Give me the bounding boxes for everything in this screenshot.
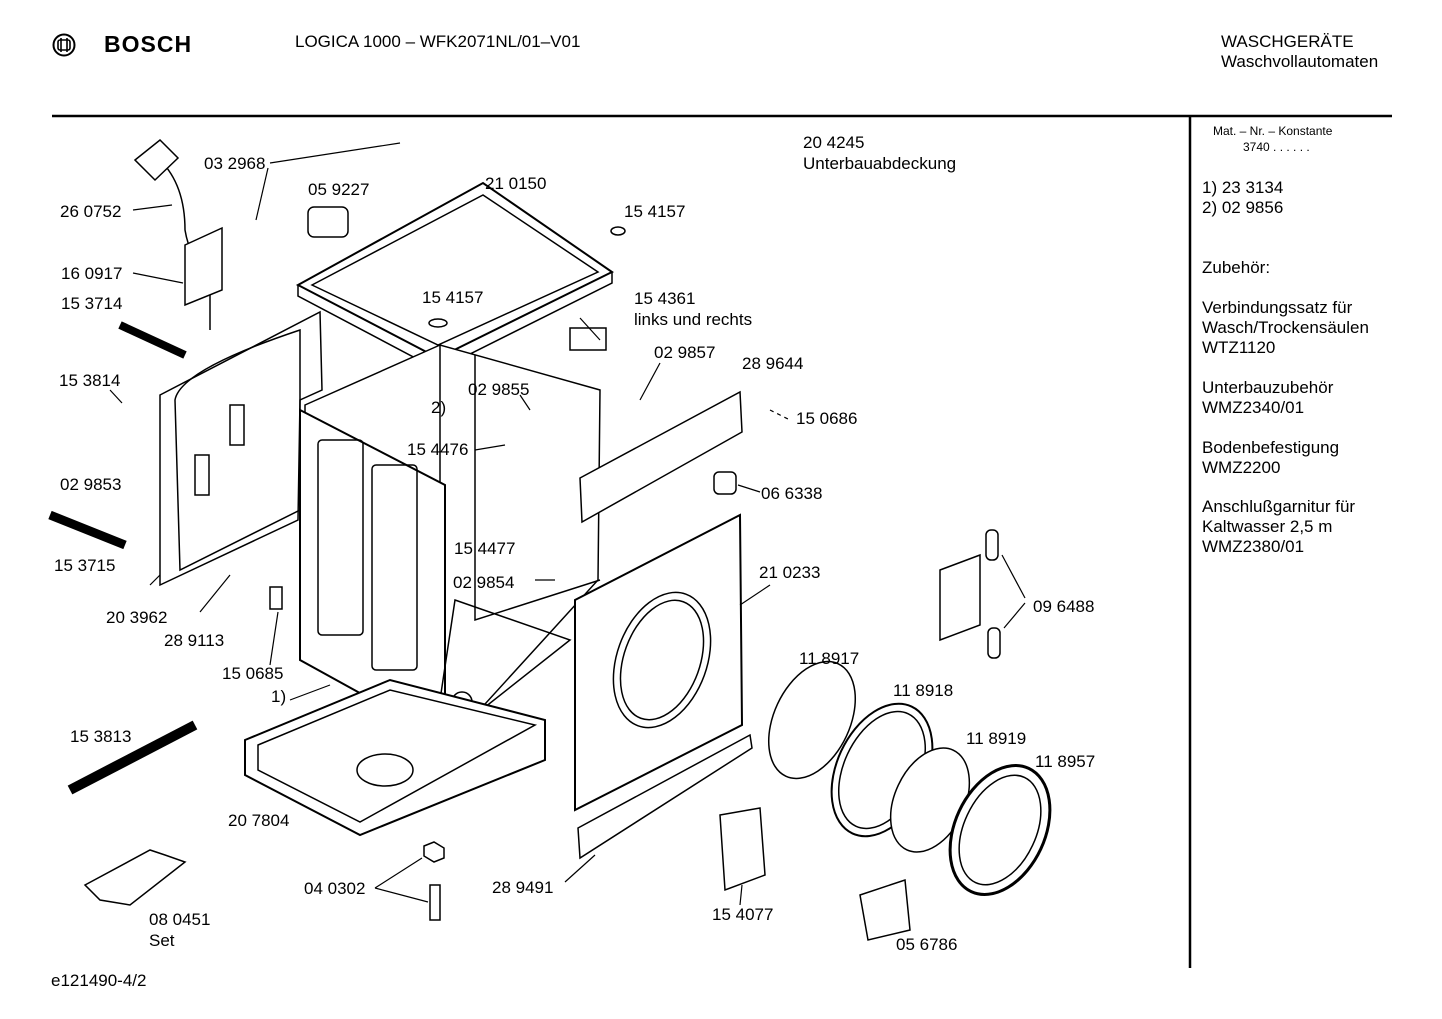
part-description: Set bbox=[149, 931, 175, 950]
nut-part bbox=[423, 841, 445, 863]
part-label: 15 4477 bbox=[454, 539, 516, 558]
part-description: links und rechts bbox=[634, 310, 753, 329]
wrench-part bbox=[67, 720, 198, 795]
mat-number-value: 3740 . . . . . . bbox=[1243, 140, 1310, 154]
part-label: 20 3962 bbox=[106, 608, 168, 627]
clip-part bbox=[569, 327, 607, 351]
accessory-1-line2: Wasch/Trockensäulen bbox=[1202, 318, 1369, 337]
model-title: LOGICA 1000 – WFK2071NL/01–V01 bbox=[295, 32, 581, 51]
part-label: 20 4245 bbox=[803, 133, 865, 152]
damper-bottom-part bbox=[48, 510, 127, 550]
base-part bbox=[244, 678, 546, 837]
accessory-2-line2: WMZ2340/01 bbox=[1202, 398, 1305, 417]
part-label: 15 0685 bbox=[222, 664, 284, 683]
brand-name: BOSCH bbox=[104, 31, 193, 57]
door-glass-part bbox=[767, 660, 857, 780]
footnote-marker: 2) bbox=[431, 398, 447, 417]
part-description: Unterbauabdeckung bbox=[803, 154, 957, 173]
cabinet-side-part bbox=[159, 310, 323, 587]
part-label: 11 8918 bbox=[893, 681, 954, 700]
part-label: 11 8917 bbox=[799, 649, 860, 668]
part-label: 21 0150 bbox=[485, 174, 547, 193]
switch-part bbox=[269, 586, 283, 610]
part-label: 15 3715 bbox=[54, 556, 116, 575]
part-label: 15 4476 bbox=[407, 440, 469, 459]
hinge-part bbox=[939, 529, 1001, 659]
frame-part bbox=[299, 344, 601, 742]
door-lock-part bbox=[719, 807, 766, 892]
rear-strip-part bbox=[579, 390, 743, 524]
part-label: 05 9227 bbox=[308, 180, 370, 199]
part-label: 28 9644 bbox=[742, 354, 804, 373]
knob-part bbox=[610, 226, 626, 236]
part-label: 15 4157 bbox=[422, 288, 484, 307]
front-panel-part bbox=[574, 513, 744, 812]
part-label: 15 4157 bbox=[624, 202, 686, 221]
part-label: 11 8919 bbox=[966, 729, 1027, 748]
kickplate-part bbox=[577, 733, 753, 860]
accessory-1-line1: Verbindungssatz für bbox=[1202, 298, 1353, 317]
part-label: 06 6338 bbox=[761, 484, 823, 503]
part-label: 15 3813 bbox=[70, 727, 132, 746]
part-label: 09 6488 bbox=[1033, 597, 1095, 616]
door-ring-outer-part bbox=[948, 764, 1052, 896]
part-label: 21 0233 bbox=[759, 563, 821, 582]
footnote-2: 2) 02 9856 bbox=[1202, 198, 1284, 217]
category-line1: WASCHGERÄTE bbox=[1221, 32, 1354, 51]
accessory-3-line2: WMZ2200 bbox=[1202, 458, 1281, 477]
accessory-2-line1: Unterbauzubehör bbox=[1202, 378, 1334, 397]
category-line2: Waschvollautomaten bbox=[1221, 52, 1379, 71]
footnote-marker: 1) bbox=[271, 687, 287, 706]
accessory-1-line3: WTZ1120 bbox=[1202, 338, 1276, 357]
footnote-1: 1) 23 3134 bbox=[1202, 178, 1284, 197]
part-label: 02 9854 bbox=[453, 573, 515, 592]
drawing-id: e121490-4/2 bbox=[51, 971, 147, 990]
screw-part bbox=[429, 884, 441, 921]
part-label: 04 0302 bbox=[304, 879, 366, 898]
part-label: 02 9853 bbox=[60, 475, 122, 494]
accessories-title: Zubehör: bbox=[1202, 258, 1271, 277]
accessory-4-line2: Kaltwasser 2,5 m bbox=[1202, 517, 1333, 536]
transport-bracket-part bbox=[83, 849, 187, 906]
mat-number-label: Mat. – Nr. – Konstante bbox=[1213, 124, 1333, 138]
part-label: 02 9857 bbox=[654, 343, 716, 362]
part-label: 03 2968 bbox=[204, 154, 266, 173]
accessory-4-line1: Anschlußgarnitur für bbox=[1202, 497, 1356, 516]
door-handle-part bbox=[859, 878, 911, 941]
bosch-logo-icon bbox=[52, 33, 76, 57]
part-label: 02 9855 bbox=[468, 380, 530, 399]
cable-clamp-part bbox=[184, 226, 223, 307]
accessory-3-line1: Bodenbefestigung bbox=[1202, 438, 1340, 457]
part-label: 11 8957 bbox=[1035, 752, 1096, 771]
part-label: 08 0451 bbox=[149, 910, 211, 929]
part-label: 15 4361 bbox=[634, 289, 696, 308]
foot-part bbox=[428, 318, 448, 328]
damper-top-part bbox=[118, 321, 187, 359]
accessory-4-line3: WMZ2380/01 bbox=[1202, 537, 1305, 556]
part-label: 15 4077 bbox=[712, 905, 774, 924]
part-label: 20 7804 bbox=[228, 811, 290, 830]
hinge-lever-part bbox=[307, 206, 349, 238]
part-label: 15 3714 bbox=[61, 294, 123, 313]
grommet-part bbox=[713, 471, 737, 495]
part-label: 15 3814 bbox=[59, 371, 121, 390]
leader-lines bbox=[109, 142, 1026, 906]
part-label: 28 9491 bbox=[492, 878, 554, 897]
part-label: 05 6786 bbox=[896, 935, 958, 954]
part-label: 16 0917 bbox=[61, 264, 123, 283]
part-label: 26 0752 bbox=[60, 202, 122, 221]
part-label: 15 0686 bbox=[796, 409, 858, 428]
part-label: 28 9113 bbox=[164, 631, 225, 650]
